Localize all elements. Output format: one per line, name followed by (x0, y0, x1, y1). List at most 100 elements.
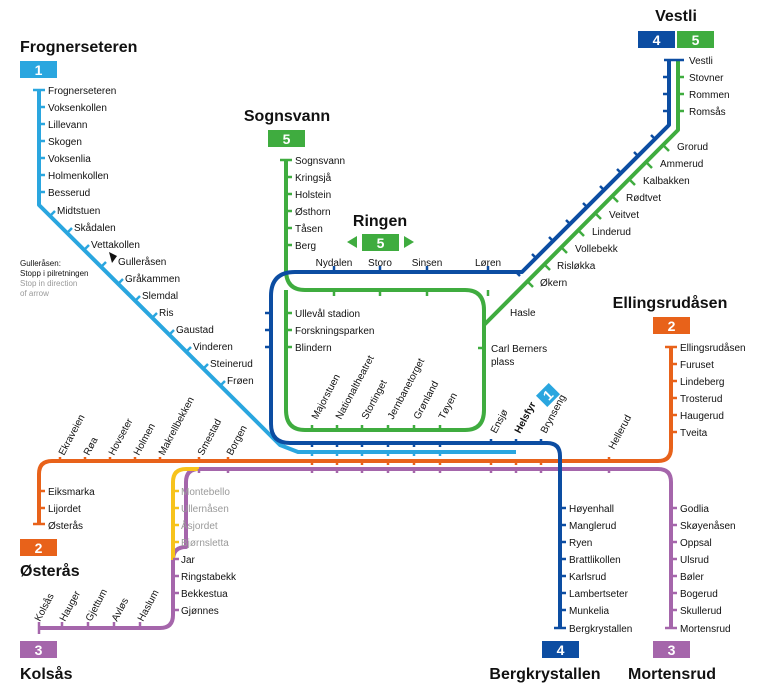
station-label[interactable]: Munkelia (569, 606, 609, 617)
station-label[interactable]: Vinderen (193, 342, 233, 353)
terminal-vestli[interactable]: Vestli 4 5 (638, 8, 714, 48)
station-label[interactable]: Ellingsrudåsen (680, 342, 746, 354)
station-label[interactable]: Besserud (48, 188, 90, 199)
station-label[interactable]: Linderud (592, 227, 631, 238)
station-label[interactable]: Holstein (295, 190, 331, 201)
station-label[interactable]: Eiksmarka (48, 487, 95, 498)
station-label[interactable]: Ensjø (489, 408, 511, 436)
station-label[interactable]: Lijordet (48, 504, 81, 515)
station-label[interactable]: Økern (540, 278, 567, 289)
station-label[interactable]: Løren (475, 258, 501, 269)
station-label[interactable]: Østerås (48, 520, 83, 532)
station-label[interactable]: Voksenkollen (48, 103, 107, 114)
station-label[interactable]: Frognerseteren (48, 86, 116, 97)
station-label[interactable]: Makrellbekken (157, 395, 197, 457)
station-label[interactable]: Ringstabekk (181, 572, 237, 583)
station-label[interactable]: Sognsvann (295, 156, 345, 167)
station-label[interactable]: Helsfyr (513, 400, 539, 435)
station-label[interactable]: Bogerud (680, 589, 718, 600)
station-label[interactable]: Høyenhall (569, 504, 614, 515)
station-label[interactable]: Veitvet (609, 210, 639, 221)
station-label[interactable]: Nydalen (316, 258, 353, 269)
station-label[interactable]: Godlia (680, 504, 709, 515)
terminal-mortensrud[interactable]: 3 Mortensrud (628, 641, 716, 683)
station-label[interactable]: Brattlikollen (569, 555, 621, 566)
station-label[interactable]: Gråkammen (125, 273, 180, 285)
station-label[interactable]: Rødtvet (626, 193, 661, 204)
station-label[interactable]: Romsås (689, 106, 726, 118)
station-label[interactable]: Bergkrystallen (569, 624, 632, 635)
station-label[interactable]: Karlsrud (569, 572, 606, 583)
station-label[interactable]: Trosterud (680, 394, 722, 405)
station-label[interactable]: Skøyenåsen (680, 520, 736, 532)
station-label[interactable]: Skådalen (74, 222, 116, 234)
station-label[interactable]: Lambertseter (569, 589, 629, 600)
station-label[interactable]: Berg (295, 241, 316, 252)
station-label[interactable]: Furuset (680, 360, 714, 371)
station-label[interactable]: Avløs (110, 596, 131, 623)
station-label[interactable]: Hasle (510, 308, 536, 319)
station-label[interactable]: Forskningsparken (295, 326, 374, 337)
ringen-label[interactable]: Ringen 5 (347, 213, 414, 251)
station-label[interactable]: Voksenlia (48, 154, 91, 165)
terminal-sognsvann[interactable]: Sognsvann 5 (244, 108, 330, 147)
station-label[interactable]: Mortensrud (680, 624, 731, 635)
terminal-kolsas[interactable]: 3 Kolsås (20, 641, 73, 683)
station-label[interactable]: Bøler (680, 572, 705, 583)
station-label[interactable]: Kolsås (32, 591, 57, 623)
station-label[interactable]: Kalbakken (643, 176, 690, 187)
station-label[interactable]: Stovner (689, 73, 724, 84)
station-label[interactable]: Lindeberg (680, 377, 724, 388)
station-label[interactable]: Ullernåsen (181, 503, 229, 515)
station-label[interactable]: Montebello (181, 487, 230, 498)
station-label[interactable]: Gjønnes (181, 606, 219, 617)
station-label[interactable]: Tøyen (437, 391, 460, 421)
station-label[interactable]: Vettakollen (91, 240, 140, 251)
station-label[interactable]: Gulleråsen (118, 256, 166, 268)
terminal-bergkrystallen[interactable]: 4 Bergkrystallen (489, 641, 601, 683)
station-label[interactable]: Skogen (48, 137, 82, 148)
station-label[interactable]: Ris (159, 308, 173, 319)
terminal-ellingsrudasen[interactable]: Ellingsrudåsen 2 (613, 294, 728, 334)
station-label[interactable]: Gjettum (84, 587, 110, 623)
terminal-osteras[interactable]: 2 Østerås (20, 539, 80, 580)
station-label[interactable]: Risløkka (557, 261, 596, 272)
station-label[interactable]: Ulsrud (680, 555, 709, 566)
station-label[interactable]: Ullevål stadion (295, 308, 360, 320)
station-label[interactable]: Røa (82, 435, 101, 457)
station-label[interactable]: Holmenkollen (48, 171, 109, 182)
station-label[interactable]: Tveita (680, 428, 708, 439)
station-label[interactable]: Bjørnsletta (181, 538, 229, 549)
station-label[interactable]: Storo (368, 258, 392, 269)
station-label[interactable]: Slemdal (142, 291, 178, 302)
station-label[interactable]: Sinsen (412, 258, 443, 269)
station-label[interactable]: Ammerud (660, 159, 703, 170)
station-label[interactable]: Hellerud (607, 413, 634, 451)
station-label[interactable]: plass (491, 357, 514, 368)
station-label[interactable]: Holmen (132, 422, 158, 458)
station-label[interactable]: Haugerud (680, 411, 724, 422)
station-label[interactable]: Steinerud (210, 359, 253, 370)
station-label[interactable]: Hauger (58, 589, 83, 624)
station-label[interactable]: Vollebekk (575, 244, 619, 255)
station-label[interactable]: Grorud (677, 142, 708, 153)
station-label[interactable]: Frøen (227, 376, 254, 387)
station-label[interactable]: Tåsen (295, 223, 323, 235)
station-label[interactable]: Skullerud (680, 606, 722, 617)
station-label[interactable]: Kringsjå (295, 172, 332, 184)
station-label[interactable]: Åsjordet (181, 519, 218, 532)
station-label[interactable]: Bekkestua (181, 589, 228, 600)
station-label[interactable]: Gaustad (176, 325, 214, 336)
station-label[interactable]: Carl Berners (491, 344, 547, 355)
station-label[interactable]: Vestli (689, 56, 713, 67)
station-label[interactable]: Smestad (196, 417, 224, 457)
station-label[interactable]: Stortinget (360, 378, 390, 421)
station-label[interactable]: Blindern (295, 343, 332, 354)
station-label[interactable]: Lillevann (48, 120, 87, 131)
station-label[interactable]: Haslum (136, 588, 162, 623)
station-label[interactable]: Rommen (689, 90, 730, 101)
station-label[interactable]: Manglerud (569, 521, 616, 532)
station-label[interactable]: Midtstuen (57, 206, 100, 217)
station-label[interactable]: Østhorn (295, 207, 331, 218)
station-label[interactable]: Oppsal (680, 538, 712, 549)
